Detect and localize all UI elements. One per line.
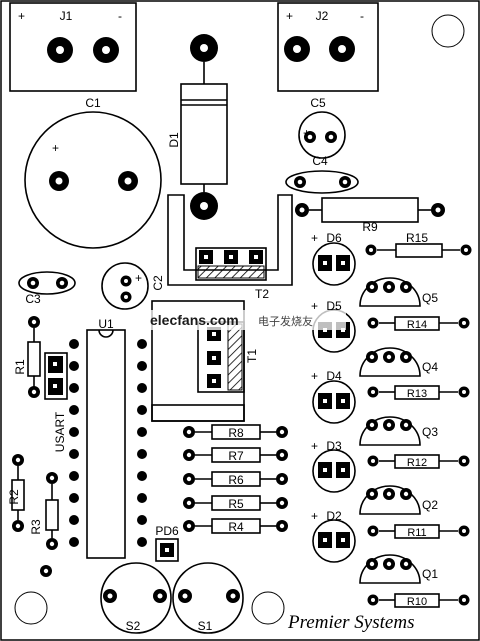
resistor-r8: R8 [183,424,288,440]
resistor-r11: R11 [367,524,470,539]
r6-label: R6 [228,473,244,487]
j1-label: J1 [60,9,73,23]
c1-plus-label: + [52,141,59,155]
d5-label: D5 [326,299,342,313]
s1-label: S1 [198,619,213,633]
d6-label: D6 [326,231,342,245]
c5-label: C5 [310,96,326,110]
d1-label: D1 [167,132,181,148]
resistor-r2: R2 [7,454,25,532]
j1-minus-label: - [118,9,122,23]
s2-label: S2 [126,619,141,633]
watermark-cn: 电子发烧友 [258,314,313,328]
r15-label: R15 [406,231,428,245]
led-d6: + D6 [311,231,356,286]
d6-plus-label: + [311,231,318,245]
r7-label: R7 [228,449,244,463]
q3-label: Q3 [422,425,438,439]
capacitor-c3: C3 [18,271,76,306]
testpoint-pd6: PD6 [155,524,179,562]
transistor-q4: Q4 [359,347,438,377]
resistor-r14: R14 [367,316,470,331]
r10-label: R10 [407,596,427,608]
q2-label: Q2 [422,498,438,512]
transistor-q3: Q3 [359,416,438,446]
d2-plus-label: + [311,509,318,523]
resistor-r9: R9 [295,197,445,234]
led-d2: + D2 [311,509,356,563]
c2-plus-label: + [135,271,142,285]
r2-label: R2 [7,489,21,505]
j2-minus-label: - [360,9,364,23]
connector-j1: + J1 - [9,2,137,92]
resistor-r5: R5 [183,495,288,511]
j1-plus-label: + [18,9,25,23]
d3-plus-label: + [311,439,318,453]
brand-label: Premier Systems [287,612,414,633]
c4-label: C4 [312,154,328,168]
d5-plus-label: + [311,299,318,313]
resistor-r15: R15 [365,231,472,258]
watermark-en: elecfans.com [150,312,239,328]
d3-label: D3 [326,439,342,453]
resistor-r13: R13 [367,385,470,400]
capacitor-c1: C1 + [24,96,162,249]
r3-label: R3 [29,519,43,535]
c1-label: C1 [85,96,101,110]
switch-s1: S1 [172,562,244,634]
q5-label: Q5 [422,291,438,305]
transistor-q2: Q2 [359,485,438,515]
r1-label: R1 [13,359,27,375]
r13-label: R13 [407,388,427,400]
t1-label: T1 [245,349,259,363]
connector-j2: + J2 - [277,2,379,92]
resistor-r7: R7 [183,447,288,463]
resistor-r4: R4 [183,518,288,534]
t2-label: T2 [255,287,269,301]
r14-label: R14 [407,319,427,331]
led-d3: + D3 [311,439,356,493]
mounting-hole [431,14,465,48]
ic-u1: U1 [69,317,147,559]
header-usart: USART [44,352,68,452]
usart-label: USART [53,411,67,452]
c3-label: C3 [25,292,41,306]
transistor-q5: Q5 [359,277,438,307]
r8-label: R8 [228,426,244,440]
q4-label: Q4 [422,360,438,374]
transistor-q1: Q1 [359,554,438,584]
pd6-label: PD6 [155,524,179,538]
mounting-hole [14,591,48,625]
watermark: elecfans.com 电子发烧友 [146,310,346,330]
d4-plus-label: + [311,369,318,383]
d2-label: D2 [326,509,342,523]
j2-label: J2 [316,9,329,23]
j2-plus-label: + [286,9,293,23]
mounting-hole [251,591,285,625]
r12-label: R12 [407,457,427,469]
u1-label: U1 [98,317,114,331]
resistor-r12: R12 [367,454,470,469]
q1-label: Q1 [422,567,438,581]
regulator-t2: T2 [167,194,293,301]
diode-d1: D1 [167,34,228,220]
resistor-r6: R6 [183,471,288,487]
r4-label: R4 [228,520,244,534]
d4-label: D4 [326,369,342,383]
r9-label: R9 [362,220,378,234]
c2-label: C2 [151,275,165,291]
capacitor-c2: + C2 [101,262,165,310]
capacitor-c4: C4 [285,154,359,194]
transistor-t1: T1 [151,300,259,422]
resistor-r10: R10 [367,593,470,608]
switch-s2: S2 [100,562,172,634]
r11-label: R11 [407,527,426,539]
capacitor-c5: C5 + [298,96,346,159]
resistor-r1: R1 [13,316,41,398]
r5-label: R5 [228,497,244,511]
led-d4: + D4 [311,369,356,424]
resistor-r3: R3 [29,472,59,550]
